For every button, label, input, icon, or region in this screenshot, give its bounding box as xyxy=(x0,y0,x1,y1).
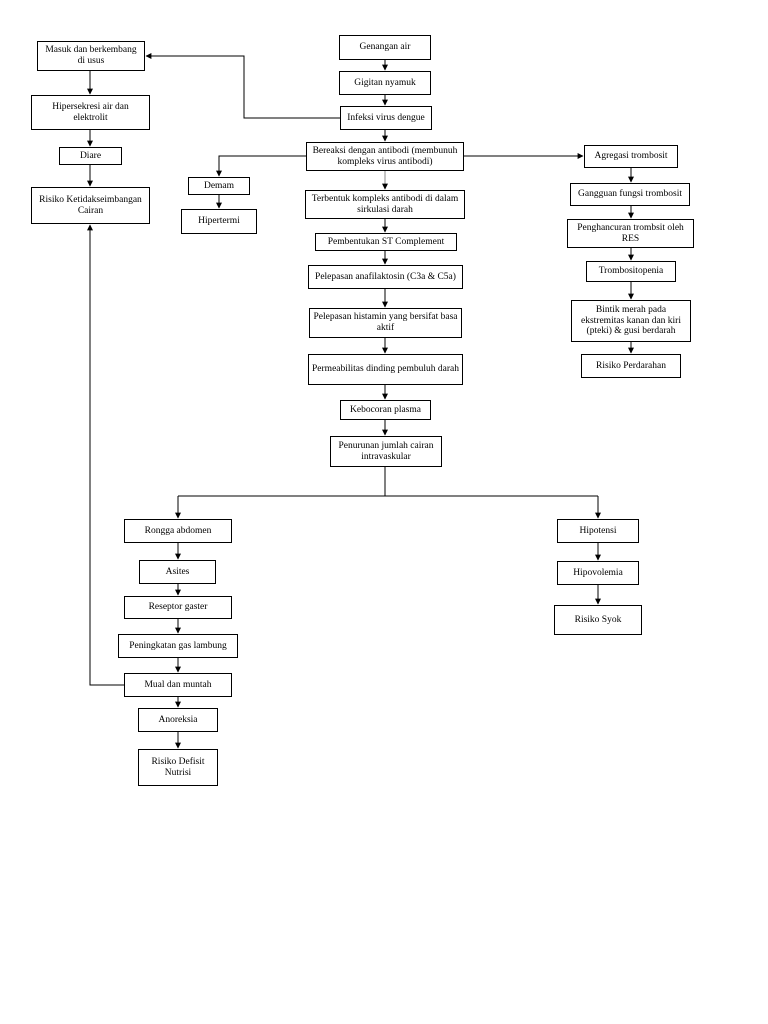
node-label: Genangan air xyxy=(359,42,411,53)
node-label: Gangguan fungsi trombosit xyxy=(578,189,682,200)
node-masuk-usus: Masuk dan berkembang di usus xyxy=(37,41,145,71)
node-permeabilitas: Permeabilitas dinding pembuluh darah xyxy=(308,354,463,385)
node-label: Terbentuk kompleks antibodi di dalam sir… xyxy=(311,193,459,215)
node-label: Anoreksia xyxy=(158,714,198,725)
node-gangguan-fungsi: Gangguan fungsi trombosit xyxy=(570,183,690,206)
node-label: Pelepasan histamin yang bersifat basa ak… xyxy=(313,312,458,333)
node-label: Hipersekresi air dan elektrolit xyxy=(52,101,129,123)
node-asites: Asites xyxy=(139,560,216,584)
node-label: Bereaksi dengan antibodi (membunuh kompl… xyxy=(312,145,458,167)
node-hipotensi: Hipotensi xyxy=(557,519,639,543)
node-label: Trombositopenia xyxy=(598,266,664,277)
node-label: Risiko Defisit Nutrisi xyxy=(151,756,205,778)
node-label: Peningkatan gas lambung xyxy=(129,640,227,651)
node-label: Penurunan jumlah cairan intravaskular xyxy=(338,440,434,462)
node-genangan-air: Genangan air xyxy=(339,35,431,60)
node-gigitan-nyamuk: Gigitan nyamuk xyxy=(339,71,431,95)
node-reseptor-gaster: Reseptor gaster xyxy=(124,596,232,619)
node-risiko-cairan: Risiko Ketidakseimbangan Cairan xyxy=(31,187,150,224)
node-label: Hipotensi xyxy=(579,525,617,536)
arrow-bereaksi-demam xyxy=(216,155,306,177)
node-pembentukan-st: Pembentukan ST Complement xyxy=(315,233,457,251)
node-risiko-perdarahan: Risiko Perdarahan xyxy=(581,354,681,378)
node-label: Infeksi virus dengue xyxy=(347,112,425,123)
node-label: Reseptor gaster xyxy=(148,602,208,613)
node-bintik-merah: Bintik merah pada ekstremitas kanan dan … xyxy=(571,300,691,342)
node-hipovolemia: Hipovolemia xyxy=(557,561,639,585)
node-label: Kebocoran plasma xyxy=(350,404,421,415)
node-risiko-syok: Risiko Syok xyxy=(554,605,642,635)
node-label: Risiko Ketidakseimbangan Cairan xyxy=(39,194,142,216)
node-terbentuk-kompleks: Terbentuk kompleks antibodi di dalam sir… xyxy=(305,190,465,219)
node-label: Gigitan nyamuk xyxy=(354,77,416,88)
node-diare: Diare xyxy=(59,147,122,165)
node-label: Penghancuran trombsit oleh RES xyxy=(577,222,684,244)
node-penurunan-cairan: Penurunan jumlah cairan intravaskular xyxy=(330,436,442,467)
node-label: Pelepasan anafilaktosin (C3a & C5a) xyxy=(315,271,456,282)
node-label: Mual dan muntah xyxy=(144,679,212,690)
node-pelepasan-histamin: Pelepasan histamin yang bersifat basa ak… xyxy=(309,308,462,338)
node-demam: Demam xyxy=(188,177,250,195)
node-anoreksia: Anoreksia xyxy=(138,708,218,732)
node-pelepasan-anafilaktosin: Pelepasan anafilaktosin (C3a & C5a) xyxy=(308,265,463,289)
node-agregasi-trombosit: Agregasi trombosit xyxy=(584,145,678,168)
node-rongga-abdomen: Rongga abdomen xyxy=(124,519,232,543)
node-label: Bintik merah pada ekstremitas kanan dan … xyxy=(581,304,681,337)
node-label: Asites xyxy=(165,566,190,577)
node-label: Pembentukan ST Complement xyxy=(327,236,445,247)
node-label: Diare xyxy=(79,150,102,161)
node-label: Hipertermi xyxy=(198,216,240,227)
node-label: Hipovolemia xyxy=(573,567,623,578)
node-label: Agregasi trombosit xyxy=(594,151,668,162)
node-label: Permeabilitas dinding pembuluh darah xyxy=(312,364,459,375)
node-hipersekresi: Hipersekresi air dan elektrolit xyxy=(31,95,150,130)
node-bereaksi-antibodi: Bereaksi dengan antibodi (membunuh kompl… xyxy=(306,142,464,171)
arrow-mual-risiko-cairan xyxy=(87,224,124,686)
node-label: Risiko Perdarahan xyxy=(596,360,666,371)
node-risiko-nutrisi: Risiko Defisit Nutrisi xyxy=(138,749,218,786)
node-hipertermi: Hipertermi xyxy=(181,209,257,234)
node-trombositopenia: Trombositopenia xyxy=(586,261,676,282)
node-label: Rongga abdomen xyxy=(144,525,212,536)
node-label: Demam xyxy=(203,180,235,191)
node-infeksi-virus: Infeksi virus dengue xyxy=(340,106,432,130)
node-mual-muntah: Mual dan muntah xyxy=(124,673,232,697)
node-peningkatan-gas: Peningkatan gas lambung xyxy=(118,634,238,658)
node-label: Risiko Syok xyxy=(574,614,622,625)
node-label: Masuk dan berkembang di usus xyxy=(45,45,137,66)
arrow-infeksi-masuk xyxy=(145,53,340,119)
node-penghancuran: Penghancuran trombsit oleh RES xyxy=(567,219,694,248)
node-kebocoran-plasma: Kebocoran plasma xyxy=(340,400,431,420)
